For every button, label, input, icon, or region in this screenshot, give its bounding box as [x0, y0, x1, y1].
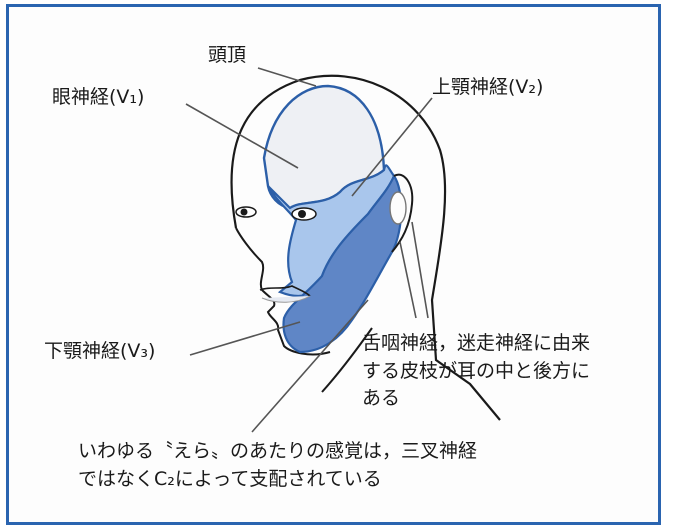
label-vertex: 頭頂: [208, 44, 247, 66]
neck-line: [321, 327, 373, 393]
leader-vertex: [257, 67, 317, 87]
leader-ear-2: [399, 241, 417, 319]
label-v3: 下顎神経(V₃): [44, 340, 156, 362]
jaw-note: いわゆる〝えら〟のあたりの感覚は，三叉神経 ではなくC₂によって支配されている: [78, 438, 477, 493]
ear: [391, 173, 414, 253]
label-v1: 眼神経(V₁): [52, 86, 145, 108]
jaw-note-line-2: ではなくC₂によって支配されている: [78, 467, 382, 490]
leader-ear-1: [411, 221, 429, 319]
ear-note-line-2: する皮枝が耳の中と後方に: [362, 359, 591, 382]
mouth: [259, 285, 311, 297]
lip-lower: [261, 295, 311, 303]
ear-note-line-1: 舌咽神経，迷走神経に由来: [362, 332, 591, 354]
left-pupil: [298, 210, 306, 218]
leader-v2: [351, 97, 433, 197]
ear-lobe: [389, 191, 407, 225]
v3-region: [282, 173, 403, 354]
leader-v1: [185, 103, 299, 169]
ear-note: 舌咽神経，迷走神経に由来 する皮枝が耳の中と後方に ある: [362, 330, 590, 413]
leader-v3: [189, 321, 301, 356]
head-outline: [230, 74, 501, 421]
leader-jaw: [251, 299, 369, 433]
right-pupil: [240, 208, 248, 216]
ear-note-line-3: ある: [362, 387, 401, 410]
label-v2: 上顎神経(V₂): [432, 76, 544, 98]
jaw-note-line-1: いわゆる〝えら〟のあたりの感覚は，三叉神経: [78, 440, 478, 462]
